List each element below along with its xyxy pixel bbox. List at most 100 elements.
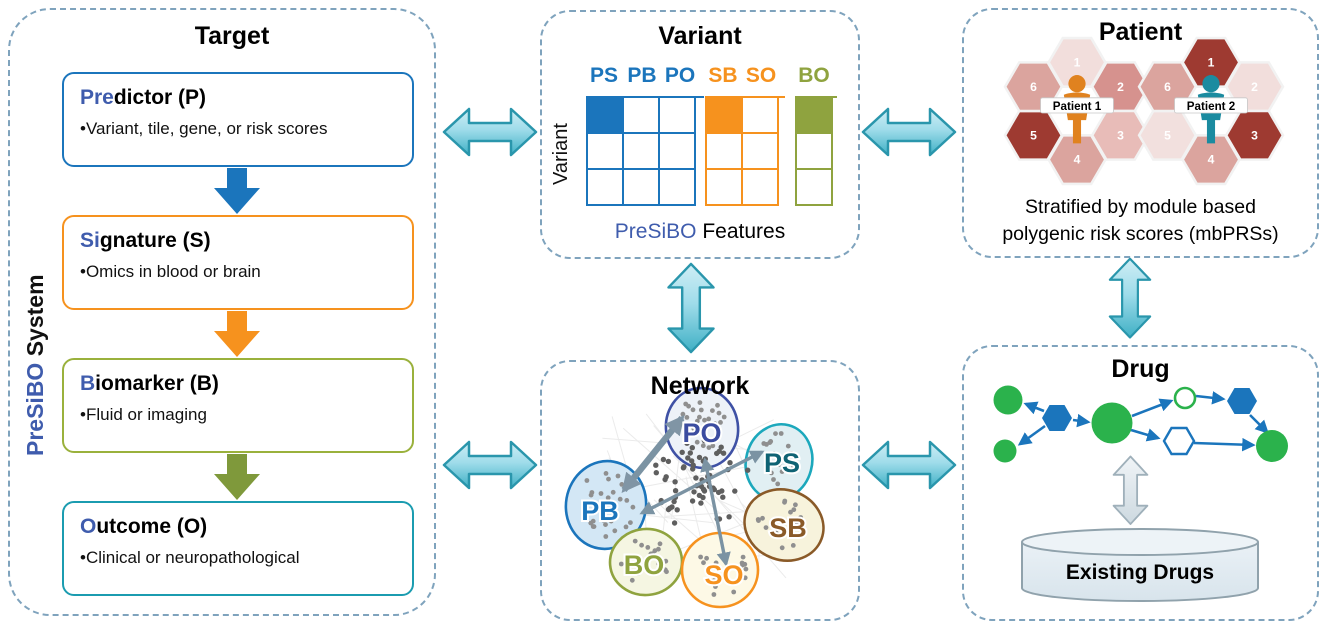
biomarker-rest: iomarker (B) bbox=[95, 372, 219, 395]
matrix-cell bbox=[660, 134, 696, 170]
col-header-ps: PS bbox=[589, 64, 618, 87]
patient-label-bg bbox=[1040, 97, 1114, 114]
target-variant-connector-arrow bbox=[442, 107, 538, 157]
col-header-pb: PB bbox=[627, 64, 657, 87]
biomarker-box-title: Biomarker (B) bbox=[80, 372, 396, 396]
variant-panel: Variant PS PB PO SB SO BO Variant PreSiB… bbox=[540, 10, 860, 259]
patient-panel-title: Patient bbox=[1098, 18, 1183, 46]
matrix-cell bbox=[743, 98, 779, 134]
matrix-cell bbox=[660, 98, 696, 134]
predictor-box: Predictor (P) •Variant, tile, gene, or r… bbox=[62, 72, 414, 167]
matrix-cell bbox=[624, 170, 660, 206]
hex-number: 2 bbox=[1117, 80, 1124, 94]
edge-arrow bbox=[1195, 391, 1226, 405]
matrix-cell bbox=[624, 134, 660, 170]
gene-node bbox=[993, 385, 1023, 415]
patient-caption: Stratified by module based polygenic ris… bbox=[964, 194, 1317, 248]
signature-rest: gnature (S) bbox=[99, 229, 211, 252]
biomarker-box: Biomarker (B) •Fluid or imaging bbox=[62, 358, 414, 453]
predictor-rest: dictor (P) bbox=[113, 86, 207, 109]
biomarker-prefix: B bbox=[80, 372, 96, 395]
outcome-box-title: Outcome (O) bbox=[80, 515, 396, 539]
patient1-label: Patient 1 bbox=[1053, 100, 1102, 113]
gene-node bbox=[993, 439, 1017, 463]
signature-prefix: Si bbox=[80, 229, 100, 252]
variant-patient-connector-arrow bbox=[861, 107, 957, 157]
caption-line-1: Stratified by module based bbox=[1025, 196, 1256, 218]
matrix-cell bbox=[588, 170, 624, 206]
network-panel: Network bbox=[540, 360, 860, 621]
signature-box: Signature (S) •Omics in blood or brain bbox=[62, 215, 414, 310]
database-cylinder-top bbox=[1021, 528, 1259, 556]
hex-number: 4 bbox=[1208, 153, 1215, 167]
cluster-label-bo: BO bbox=[624, 550, 665, 580]
edge-arrow bbox=[1249, 414, 1269, 434]
matrix-cell bbox=[707, 170, 743, 206]
cluster-label-po: PO bbox=[682, 418, 721, 448]
col-header-sb: SB bbox=[708, 64, 738, 87]
target-network-connector-arrow bbox=[442, 440, 538, 490]
cluster-dots-bo bbox=[618, 538, 669, 583]
drug-node-hexagon bbox=[1042, 405, 1072, 431]
col-header-so: SO bbox=[745, 64, 777, 87]
cluster-dots-po bbox=[680, 400, 727, 450]
col-header-bo: BO bbox=[798, 64, 830, 87]
existing-drugs-database: Existing Drugs bbox=[1021, 528, 1259, 602]
patient1-hex-cluster: 1 2 3 4 5 6 Patient 1 bbox=[1003, 36, 1151, 186]
network-panel-title: Network bbox=[650, 372, 750, 400]
existing-drugs-label: Existing Drugs bbox=[1066, 561, 1214, 584]
drug-panel-title: Drug bbox=[1111, 355, 1170, 383]
patient-panel: Patient 1 2 3 4 5 6 bbox=[962, 8, 1319, 258]
po-so-double-arrow bbox=[700, 457, 731, 567]
down-arrow-icon bbox=[214, 168, 260, 214]
drug-target-network bbox=[993, 385, 1288, 463]
predictor-bullet: •Variant, tile, gene, or risk scores bbox=[80, 119, 328, 138]
variant-network-connector-arrow bbox=[667, 262, 715, 354]
system-text: System bbox=[22, 274, 48, 363]
edge-arrow bbox=[1130, 428, 1161, 442]
edge-arrow bbox=[1193, 437, 1256, 452]
cluster-dots-pb bbox=[584, 471, 636, 539]
edge-arrow bbox=[1072, 413, 1091, 428]
outcome-prefix: O bbox=[80, 515, 97, 538]
matrix-cell bbox=[660, 170, 696, 206]
edge-arrow bbox=[1017, 424, 1046, 446]
presibo-system-vertical-label: PreSiBO System bbox=[14, 210, 56, 520]
matrix-group-orange bbox=[705, 96, 785, 206]
cluster-dots-ps bbox=[761, 431, 796, 487]
cluster-label-sb: SB bbox=[769, 513, 807, 543]
drug-panel: Drug bbox=[962, 345, 1319, 621]
outcome-box: Outcome (O) •Clinical or neuropathologic… bbox=[62, 501, 414, 596]
hex-number: 2 bbox=[1251, 80, 1258, 94]
matrix-cell bbox=[797, 98, 833, 134]
presibo-features-caption: PreSiBO Features bbox=[542, 220, 858, 244]
hex-number: 5 bbox=[1030, 128, 1037, 142]
hex-number: 6 bbox=[1030, 80, 1037, 94]
cluster-label-pb: PB bbox=[581, 496, 619, 526]
signature-box-title: Signature (S) bbox=[80, 229, 396, 253]
hex-number: 6 bbox=[1164, 80, 1171, 94]
matrix-cell bbox=[707, 98, 743, 134]
target-panel: Target PreSiBO System Predictor (P) •Var… bbox=[8, 8, 436, 616]
signature-bullet: •Omics in blood or brain bbox=[80, 262, 261, 281]
matrix-cell bbox=[797, 170, 833, 206]
variant-row-label: Variant bbox=[550, 123, 572, 185]
matrix-cell bbox=[743, 170, 779, 206]
cluster-blob-bo bbox=[608, 527, 684, 597]
drug-node-hexagon-outlined bbox=[1162, 426, 1196, 456]
hex-number: 1 bbox=[1208, 55, 1215, 69]
patient-label-bg bbox=[1174, 97, 1248, 114]
biomarker-bullet: •Fluid or imaging bbox=[80, 405, 207, 424]
presibo-brand-text: PreSiBO bbox=[22, 362, 48, 456]
hex-number: 3 bbox=[1117, 128, 1124, 142]
gene-node-large bbox=[1091, 402, 1133, 444]
caption-line-2: polygenic risk scores (mbPRSs) bbox=[1002, 223, 1279, 245]
cluster-label-ps: PS bbox=[764, 448, 800, 478]
down-arrow-icon bbox=[214, 454, 260, 500]
cluster-label-so: SO bbox=[704, 560, 743, 590]
edge-arrow bbox=[1023, 401, 1045, 415]
down-arrow-icon bbox=[214, 311, 260, 357]
matrix-column-headers: PS PB PO SB SO BO bbox=[542, 64, 858, 90]
variant-panel-title: Variant bbox=[658, 22, 742, 50]
